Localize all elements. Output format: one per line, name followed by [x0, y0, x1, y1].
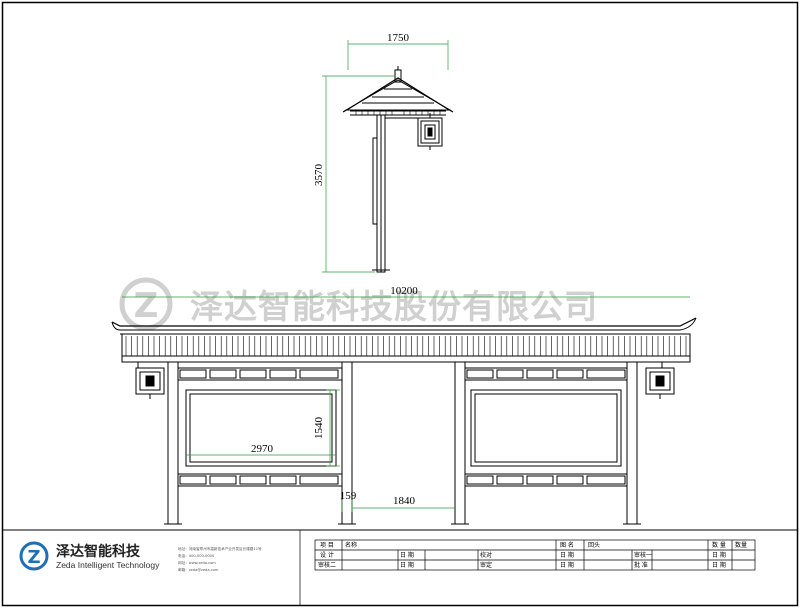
- company-address-line: 邮箱：zeda@zeda.com: [178, 567, 219, 572]
- tb-date-label: 日 期: [560, 561, 574, 569]
- tb-project-label: 项 目: [320, 542, 334, 549]
- dim-post-offset: 159: [340, 490, 357, 502]
- dim-board-width: 2970: [251, 443, 274, 455]
- tb-design-label: 设 计: [320, 551, 334, 559]
- dim-board-height: 1540: [313, 417, 325, 440]
- tb-date-label: 日 期: [400, 551, 414, 559]
- tb-approve-label: 审定: [480, 561, 492, 569]
- tb-check-label: 校对: [480, 551, 492, 559]
- company-address-line: 电话：400-000-0000: [178, 553, 215, 558]
- tb-date-label: 日 期: [712, 551, 726, 559]
- pavilion-dimensions: [122, 296, 690, 512]
- company-name-en: Zeda Intelligent Technology: [56, 560, 160, 570]
- tb-drawing-name-label: 图 名: [560, 541, 574, 549]
- dim-lamp-height: 3570: [313, 164, 325, 187]
- watermark-logo-letter: Z: [134, 286, 159, 326]
- dim-opening-width: 1840: [393, 495, 416, 507]
- watermark: Z 泽达智能科技股份有限公司: [119, 277, 598, 331]
- tb-drawing-name-value: 回头: [588, 541, 600, 549]
- dim-total-length: 10200: [390, 285, 418, 297]
- tb-date-label: 日 期: [400, 561, 414, 569]
- svg-text:Z: Z: [27, 547, 40, 568]
- watermark-logo-ring: [119, 277, 173, 331]
- lamp-dimensions: [322, 40, 449, 273]
- tb-ratify-label: 批 准: [634, 561, 648, 569]
- company-name-cn: 泽达智能科技: [56, 543, 141, 560]
- tb-date-label: 日 期: [712, 561, 726, 569]
- company-logo: Z: [19, 541, 49, 571]
- pavilion-elevation: [111, 317, 697, 525]
- watermark-text: 泽达智能科技股份有限公司: [190, 287, 598, 326]
- company-address-line: 网址：www.zeda.com: [178, 560, 216, 565]
- tb-date-label: 日 期: [560, 551, 574, 559]
- tb-review1-label: 审核一: [634, 551, 652, 559]
- tb-review2-label: 审核二: [318, 561, 336, 569]
- company-address-line: 地址：河南省郑州市高新技术产业开发区长椿路11号: [178, 546, 262, 551]
- tb-name-label: 名称: [345, 541, 357, 549]
- tb-quantity-value: 数量: [735, 541, 747, 549]
- dim-lamp-width: 1750: [387, 32, 410, 44]
- lamp-post-elevation: [342, 66, 454, 273]
- tb-quantity-label: 数 量: [712, 541, 726, 549]
- title-block-grid: [299, 530, 756, 605]
